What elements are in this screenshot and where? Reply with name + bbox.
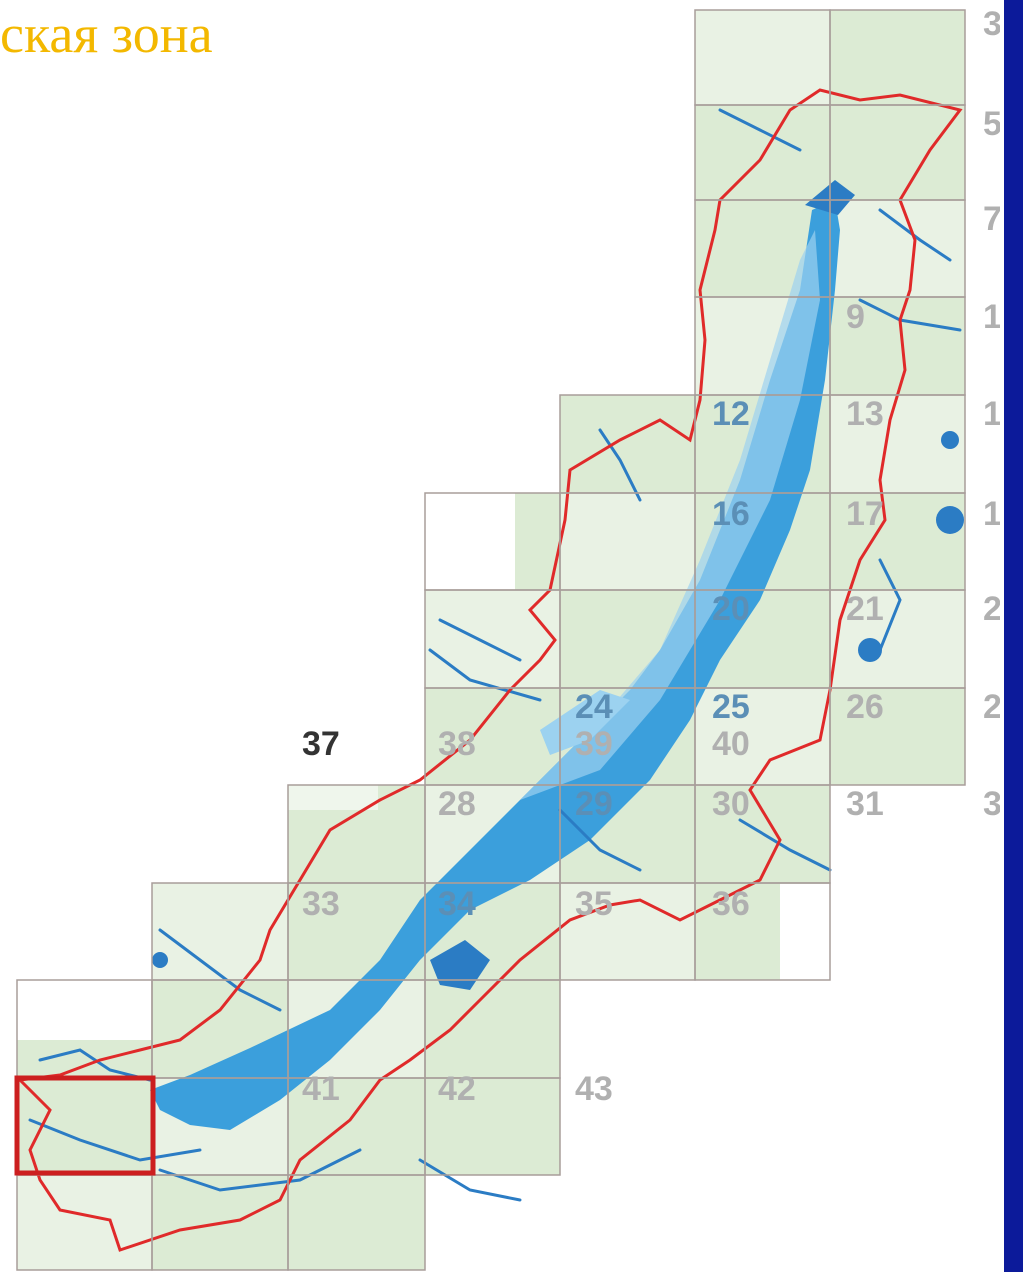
sheet-label-16: 16 (712, 495, 750, 533)
sheet-label-41: 41 (302, 1070, 340, 1108)
baikal-sheet-index-map: 3579101213141617182021222425262728293031… (14, 5, 1000, 1271)
sheet-label-20: 20 (712, 590, 750, 628)
land-tile (830, 297, 965, 395)
sheet-label-3: 3 (983, 5, 1000, 43)
sheet-label-28: 28 (438, 785, 476, 823)
sheet-label-13: 13 (846, 395, 884, 433)
river (438, 618, 522, 662)
sheet-label-17: 17 (846, 495, 884, 533)
protection-zone-boundary (16, 88, 963, 1252)
sheet-label-18: 18 (983, 495, 1000, 533)
blank-area (17, 980, 152, 1040)
small-lake (152, 952, 168, 968)
sheet-label-31: 31 (846, 785, 884, 823)
sheet-label-22: 22 (983, 590, 1000, 628)
river (878, 208, 952, 262)
land-tile (425, 688, 560, 785)
sheet-label-43: 43 (575, 1070, 613, 1108)
land-tile (152, 883, 288, 980)
sheet-label-26: 26 (846, 688, 884, 726)
sheet-label-25: 25 (712, 688, 750, 726)
river (418, 1158, 522, 1202)
river (38, 1048, 152, 1082)
land-tile (288, 1175, 425, 1270)
sheet-label-29: 29 (575, 785, 613, 823)
sheet-cell[interactable] (829, 687, 966, 786)
sheet-cell[interactable] (694, 882, 831, 981)
lake-shallow (520, 230, 820, 800)
sheet-label-30: 30 (712, 785, 750, 823)
small-lake (936, 506, 964, 534)
olkhon-island (540, 690, 630, 755)
land-tile (695, 10, 830, 105)
sheet-label-39: 39 (575, 725, 613, 763)
sheet-label-33: 33 (302, 885, 340, 923)
highlighted-sheet[interactable] (242, 715, 378, 810)
sheet-cell[interactable] (424, 1077, 561, 1176)
sheet-label-32: 32 (983, 785, 1000, 823)
sheet-label-12: 12 (712, 395, 750, 433)
land-tile (425, 980, 560, 1078)
small-lake (430, 940, 490, 990)
rivers (28, 108, 964, 1202)
blank-area (425, 493, 515, 590)
land-tile (17, 1078, 152, 1175)
land-tile (17, 1175, 152, 1270)
river (558, 808, 642, 872)
land-tiles (17, 10, 965, 1270)
blank-area (780, 883, 830, 980)
sheet-label-34: 34 (438, 885, 476, 923)
slide-title: ская зона (0, 4, 213, 64)
sheet-label-24: 24 (575, 688, 613, 726)
river (738, 818, 832, 872)
sheet-cell[interactable] (287, 1174, 426, 1271)
slide-side-bar (1004, 0, 1023, 1272)
land-tile (830, 200, 965, 297)
sheet-label-7: 7 (983, 200, 1000, 238)
sheet-label-42: 42 (438, 1070, 476, 1108)
sheet-label-21: 21 (846, 590, 884, 628)
sheet-label-5: 5 (983, 105, 1000, 143)
river (158, 1148, 362, 1192)
land-tile (288, 1078, 425, 1175)
land-tile (425, 590, 560, 688)
river (428, 648, 542, 702)
sheet-label-27: 27 (983, 688, 1000, 726)
sheet-label-36: 36 (712, 885, 750, 923)
land-tile (425, 1078, 560, 1175)
sheet-label-40: 40 (712, 725, 750, 763)
sheet-label-38: 38 (438, 725, 476, 763)
highlighted-sheet-area (242, 715, 378, 810)
lake-baikal-water (150, 200, 840, 1130)
small-lake (941, 431, 959, 449)
sheet-label-9: 9 (846, 298, 865, 336)
land-tile (830, 688, 965, 785)
land-tile (560, 493, 695, 590)
land-tile (830, 105, 965, 200)
sheet-label-14: 14 (983, 395, 1000, 433)
lake-baikal (150, 180, 855, 1130)
river (878, 558, 902, 652)
sheet-label-37: 37 (302, 725, 340, 763)
land-tile (560, 883, 695, 980)
sheet-label-35: 35 (575, 885, 613, 923)
river (718, 108, 802, 152)
river (158, 928, 282, 1012)
sheet-number-labels: 3579101213141617182021222425262728293031… (302, 5, 1000, 1108)
boundary-line (16, 88, 963, 1252)
land-tile (830, 10, 965, 105)
sheet-label-10: 10 (983, 298, 1000, 336)
small-lake (858, 638, 882, 662)
selected-sheet-frame[interactable] (14, 1075, 156, 1176)
river (598, 428, 642, 502)
river (28, 1118, 202, 1162)
land-tile (695, 105, 830, 200)
